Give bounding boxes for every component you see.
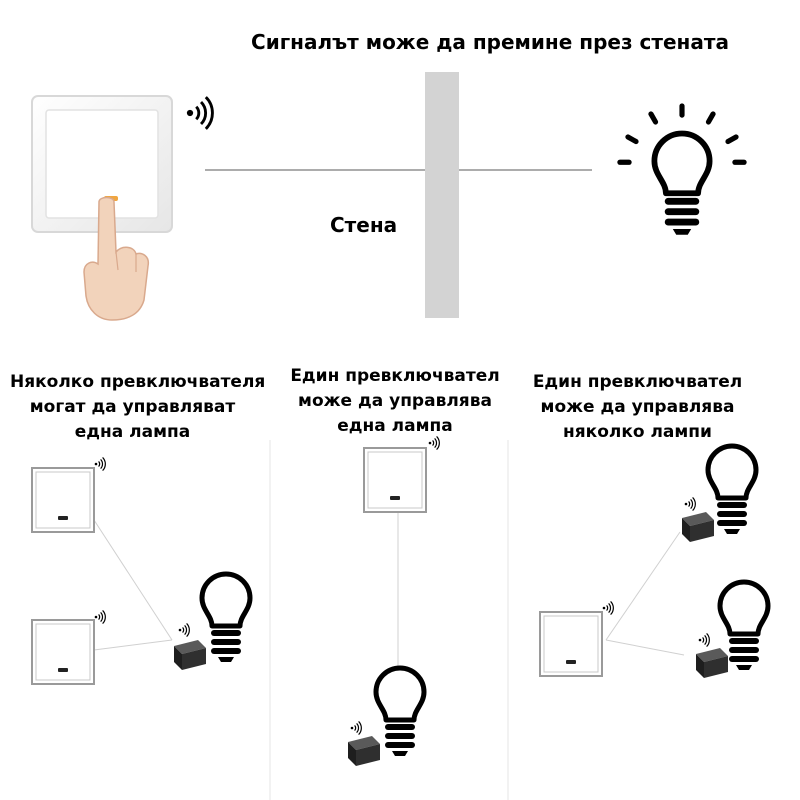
scenario-one-switch-one-lamp <box>348 435 440 766</box>
receiver-module-icon <box>696 648 728 678</box>
scenario-many-switches-one-lamp <box>31 456 250 685</box>
receiver-module-icon <box>348 736 380 766</box>
light-bulb-icon <box>376 668 424 756</box>
wall-switch-icon <box>31 95 173 233</box>
light-bulb-icon <box>708 446 756 534</box>
wifi-icon <box>185 95 214 131</box>
wifi-icon <box>698 632 710 648</box>
receiver-module-icon <box>174 640 206 670</box>
receiver-module-icon <box>682 512 714 542</box>
wifi-icon <box>602 600 614 616</box>
wall-switch-icon <box>31 619 95 685</box>
wall-switch-icon <box>539 611 603 677</box>
wall-switch-icon <box>31 467 95 533</box>
scenario-one-switch-many-lamps <box>539 446 768 678</box>
wifi-icon <box>350 720 362 736</box>
page-title: Сигналът може да премине през стената <box>251 30 729 54</box>
hand-icon <box>83 196 150 321</box>
wifi-icon <box>94 609 106 625</box>
wall-switch-icon <box>363 447 427 513</box>
light-bulb-icon <box>617 103 747 235</box>
top-section <box>31 72 747 321</box>
wall-label: Стена <box>330 213 398 237</box>
wifi-icon <box>178 622 190 638</box>
wall <box>425 72 459 318</box>
wifi-icon <box>94 456 106 472</box>
light-bulb-icon <box>202 574 250 662</box>
wifi-icon <box>684 496 696 512</box>
